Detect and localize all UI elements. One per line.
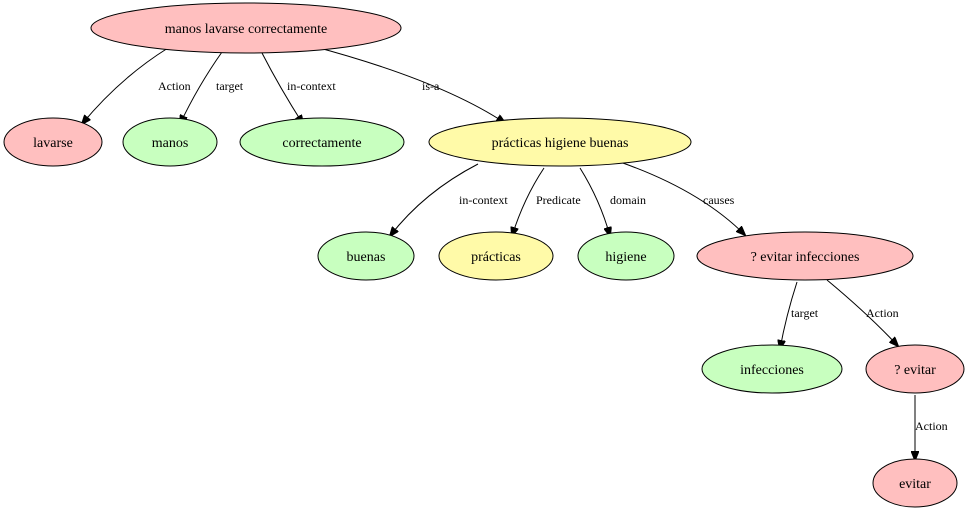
node-shape <box>577 231 675 281</box>
node-shape <box>122 117 218 167</box>
edge-label: target <box>791 306 819 320</box>
node-manos: manos <box>122 117 218 167</box>
edge-line <box>619 161 745 235</box>
node-practicas-higiene-buenas: prácticas higiene buenas <box>428 117 692 167</box>
edge-line <box>180 51 223 124</box>
edge-line <box>311 45 505 123</box>
edge-label: Action <box>866 306 899 320</box>
node-label: infecciones <box>740 363 804 378</box>
edge-predicate-practicas: Predicate <box>512 167 581 236</box>
edge-target-manos: target <box>180 51 244 124</box>
edge-label: Predicate <box>536 193 581 207</box>
edge-label: Action <box>915 419 948 433</box>
edge-label: causes <box>703 193 735 207</box>
node-shape <box>865 344 965 394</box>
node-label: lavarse <box>33 136 73 151</box>
node-shape <box>317 231 415 281</box>
node-practicas: prácticas <box>438 231 554 281</box>
node-shape <box>428 117 692 167</box>
edges: Action target in-context is-a in-context… <box>82 45 948 460</box>
edge-label: in-context <box>459 193 508 207</box>
node-manos-lavarse-correctamente: manos lavarse correctamente <box>90 2 402 54</box>
edge-action-lavarse: Action <box>82 47 191 124</box>
edge-in-context-correctamente: in-context <box>261 52 336 124</box>
node-shape <box>239 117 405 167</box>
edge-label: in-context <box>287 79 336 93</box>
edge-line <box>780 281 798 349</box>
node-shape <box>3 117 103 167</box>
edge-line <box>261 52 303 124</box>
node-buenas: buenas <box>317 231 415 281</box>
node-label: ? evitar <box>894 363 936 378</box>
node-label: buenas <box>347 250 386 265</box>
edge-label: is-a <box>422 79 440 93</box>
edge-line <box>826 279 898 346</box>
node-label: correctamente <box>282 136 361 151</box>
edge-target-infecciones: target <box>780 281 819 349</box>
node-lavarse: lavarse <box>3 117 103 167</box>
node-label: prácticas <box>471 250 521 265</box>
node-higiene: higiene <box>577 231 675 281</box>
edge-label: domain <box>610 193 646 207</box>
edge-line <box>82 47 169 124</box>
node-label: prácticas higiene buenas <box>492 136 629 151</box>
edge-label: target <box>216 79 244 93</box>
node-shape <box>701 344 843 394</box>
edge-line <box>512 167 545 236</box>
node-evitar-infecciones: ? evitar infecciones <box>696 231 914 281</box>
edge-action-evitar: Action <box>915 395 948 460</box>
edge-causes-evitar-infecciones: causes <box>619 161 745 235</box>
edge-is-a-practicas-higiene-buenas: is-a <box>311 45 505 123</box>
node-correctamente: correctamente <box>239 117 405 167</box>
node-label: ? evitar infecciones <box>751 250 860 265</box>
nodes: manos lavarse correctamente lavarse mano… <box>3 2 965 508</box>
edge-in-context-buenas: in-context <box>390 163 508 236</box>
edge-line <box>390 163 479 236</box>
node-evitar: evitar <box>872 458 958 508</box>
node-shape <box>90 2 402 54</box>
node-shape <box>438 231 554 281</box>
edge-domain-higiene: domain <box>579 167 646 236</box>
node-infecciones: infecciones <box>701 344 843 394</box>
node-shape <box>696 231 914 281</box>
edge-action-q-evitar: Action <box>826 279 899 346</box>
edge-label: Action <box>158 79 191 93</box>
node-label: manos <box>152 136 189 151</box>
node-shape <box>872 458 958 508</box>
node-q-evitar: ? evitar <box>865 344 965 394</box>
node-label: evitar <box>899 477 931 492</box>
node-label: higiene <box>605 250 646 265</box>
node-label: manos lavarse correctamente <box>165 22 327 37</box>
edge-line <box>579 167 610 236</box>
